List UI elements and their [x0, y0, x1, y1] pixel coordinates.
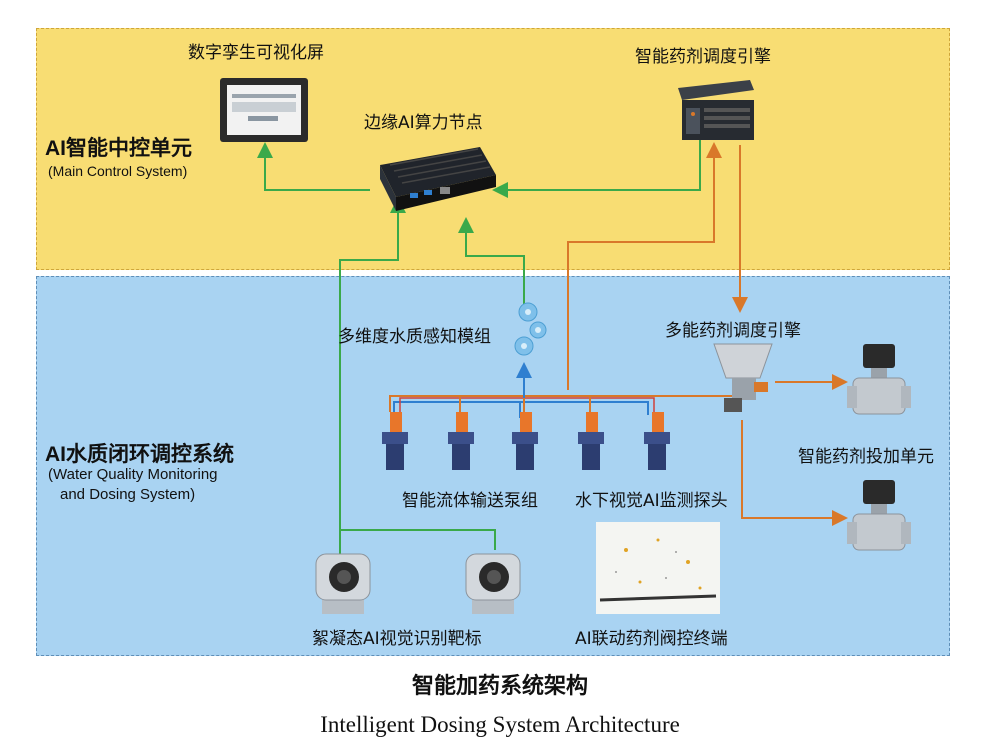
pump-icon-3: [508, 412, 542, 478]
pump-icon-4: [574, 412, 608, 478]
main-control-title: AI智能中控单元: [45, 137, 192, 160]
monitor-icon: [218, 76, 310, 148]
pump-icon-1: [378, 412, 412, 478]
link-edge-to-display: [257, 142, 370, 191]
engine-bottom-label: 多能药剂调度引擎: [665, 321, 801, 341]
valve-icon-2: [845, 478, 915, 562]
gear-icon: [506, 300, 550, 366]
underwater-probe-label: 水下视觉AI监测探头: [575, 491, 728, 511]
terminal-panel-icon: [596, 522, 720, 618]
pump-group-label: 智能流体输送泵组: [402, 491, 538, 511]
edge-node-label: 边缘AI算力节点: [364, 113, 483, 133]
hopper-icon: [710, 340, 780, 424]
display-label: 数字孪生可视化屏: [188, 43, 324, 63]
camera-icon-2: [462, 548, 524, 622]
link-target-right: [340, 529, 496, 550]
water-system-subtitle-1: (Water Quality Monitoring: [48, 466, 218, 483]
link-engine-to-pumps: [567, 142, 722, 390]
diagram-subtitle: Intelligent Dosing System Architecture: [320, 712, 680, 737]
water-system-subtitle-2: and Dosing System): [60, 486, 196, 503]
pump-icon-2: [444, 412, 478, 478]
server-icon: [672, 78, 757, 148]
dosing-unit-label: 智能药剂投加单元: [798, 447, 934, 467]
pump-icon-5: [640, 412, 674, 478]
main-control-subtitle: (Main Control System): [48, 163, 188, 179]
valve-terminal-label: AI联动药剂阀控终端: [575, 629, 728, 649]
link-target-to-edge: [339, 197, 406, 555]
main-control-zone: [36, 28, 950, 270]
pump-bus-red: [399, 397, 655, 418]
sensor-module-label: 多维度水质感知模组: [338, 327, 491, 347]
valve-icon-1: [845, 342, 915, 426]
engine-top-label: 智能药剂调度引擎: [635, 47, 771, 67]
pump-bus-orange: [389, 395, 740, 412]
edge-node-icon: [370, 135, 500, 219]
water-system-title: AI水质闭环调控系统: [45, 443, 234, 466]
link-engine-to-valve2: [741, 420, 848, 526]
floc-target-label: 絮凝态AI视觉识别靶标: [312, 629, 482, 649]
link-sensor-to-edge: [458, 217, 525, 305]
camera-icon-1: [312, 548, 374, 622]
link-engine-to-edge: [492, 140, 701, 198]
diagram-title: 智能加药系统架构: [411, 674, 588, 699]
